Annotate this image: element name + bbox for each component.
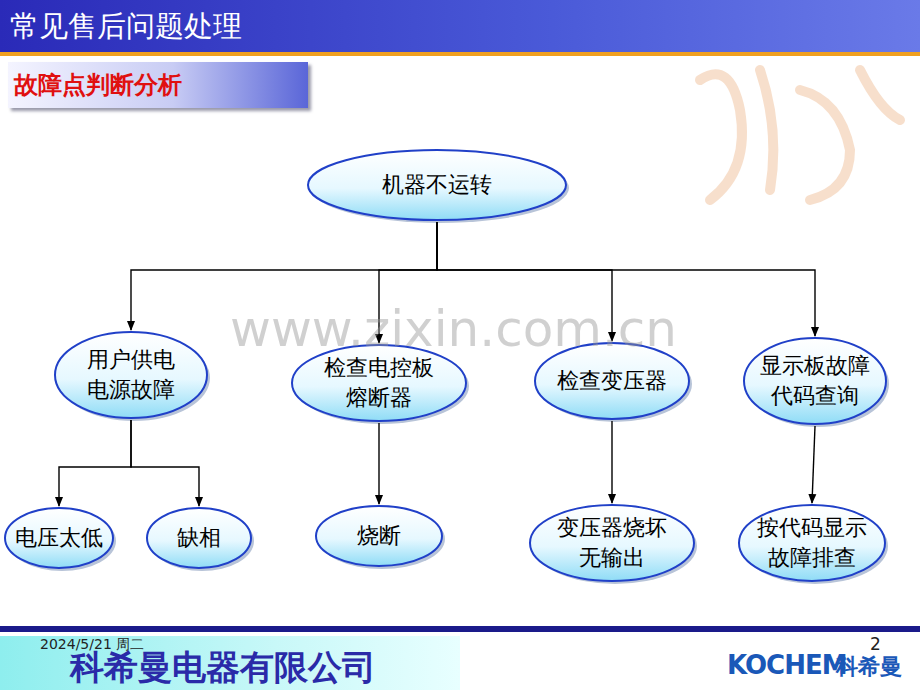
ellipse-body xyxy=(739,505,885,581)
node-label: 变压器烧坏 无输出 xyxy=(550,513,674,572)
flow-arrow xyxy=(437,222,612,341)
node-label: 机器不运转 xyxy=(382,170,492,200)
node-label: 烧断 xyxy=(357,521,401,551)
flow-arrow xyxy=(379,222,437,343)
process-ellipse: 缺相 xyxy=(145,506,253,570)
ellipse-outline xyxy=(742,336,888,426)
node-label: 缺相 xyxy=(177,523,221,553)
node-label: 检查变压器 xyxy=(557,366,667,396)
ellipse-outline xyxy=(737,503,887,583)
ellipse-body xyxy=(5,508,113,568)
section-heading: 故障点判断分析 xyxy=(14,69,182,101)
flow-arrow xyxy=(131,420,199,506)
ellipse-body xyxy=(55,332,207,418)
process-ellipse: 烧断 xyxy=(314,504,444,568)
flow-arrow xyxy=(437,222,815,336)
ellipse-body xyxy=(147,508,251,568)
section-band: 故障点判断分析 xyxy=(8,62,308,108)
logo-cjk: 科希曼 xyxy=(836,652,902,682)
node-label: 显示板故障 代码查询 xyxy=(753,351,877,410)
ellipse-body xyxy=(308,150,566,220)
ellipse-outline xyxy=(53,330,209,420)
logo-text: KOCHEM xyxy=(727,650,847,680)
process-ellipse: 变压器烧坏 无输出 xyxy=(528,503,696,583)
node-label: 电压太低 xyxy=(15,523,103,553)
flow-arrow xyxy=(131,222,437,330)
process-ellipse: 用户供电 电源故障 xyxy=(53,330,209,420)
flow-arrow xyxy=(611,421,612,503)
flow-arrow xyxy=(378,423,379,504)
node-label: 按代码显示 故障排查 xyxy=(750,513,874,572)
title-underline xyxy=(0,52,920,56)
footer-date: 2024/5/21 周二 xyxy=(40,636,144,654)
ellipse-outline xyxy=(528,503,696,583)
page-title: 常见售后问题处理 xyxy=(10,6,242,46)
page-number: 2 xyxy=(870,634,881,654)
process-ellipse: 显示板故障 代码查询 xyxy=(742,336,888,426)
process-ellipse: 电压太低 xyxy=(3,506,115,570)
footer-rule xyxy=(0,626,920,632)
node-label: 检查电控板 熔断器 xyxy=(317,353,441,412)
flow-arrow xyxy=(59,420,131,506)
watermark: www.zixin.com.cn xyxy=(230,300,677,358)
ellipse-body xyxy=(744,338,886,424)
ellipse-body xyxy=(530,505,694,581)
flow-arrow xyxy=(812,426,815,503)
process-ellipse: 按代码显示 故障排查 xyxy=(737,503,887,583)
node-label: 用户供电 电源故障 xyxy=(81,345,181,404)
process-ellipse: 机器不运转 xyxy=(306,148,568,222)
ellipse-body xyxy=(316,506,442,566)
